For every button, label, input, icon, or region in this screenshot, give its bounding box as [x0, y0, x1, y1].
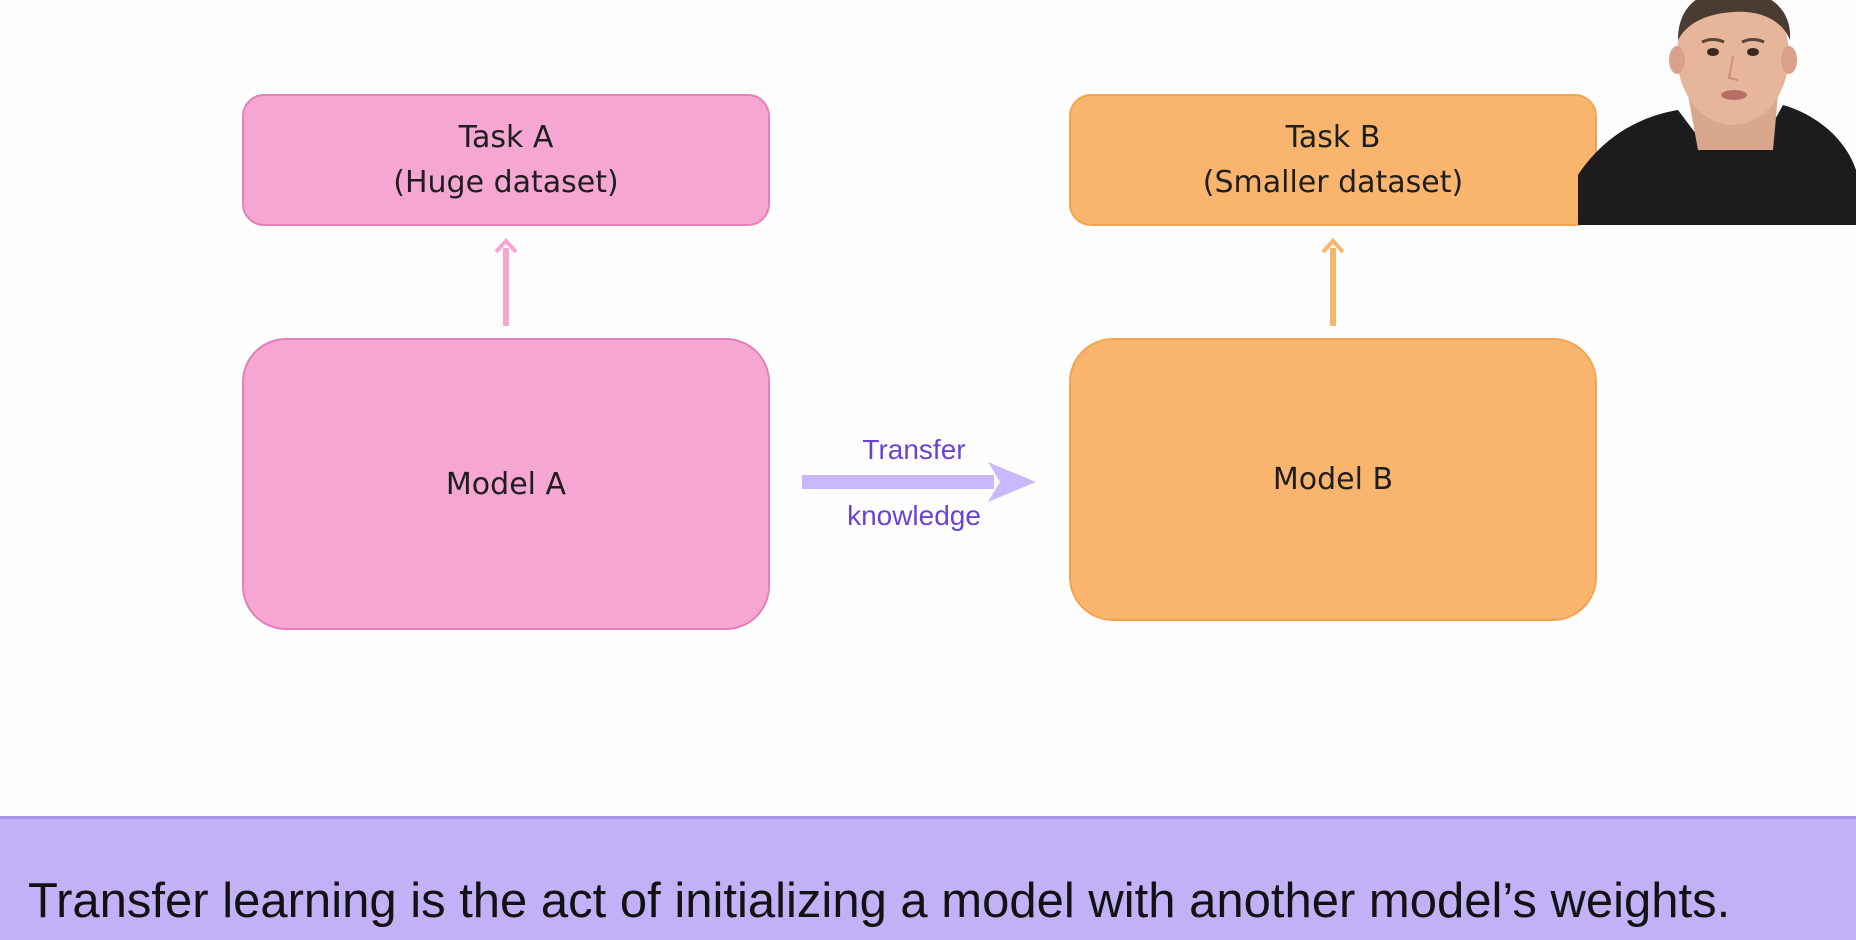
task-a-title: Task A: [458, 120, 554, 155]
model-a-label: Model A: [445, 466, 567, 502]
presenter-webcam: [1578, 0, 1856, 225]
model-a-box: Model A: [242, 338, 770, 630]
presenter-icon: [1578, 0, 1856, 225]
transfer-label-line1: Transfer: [862, 434, 966, 465]
task-a-subtitle: (Huge dataset): [393, 165, 619, 200]
model-b-label: Model B: [1272, 462, 1394, 497]
transfer-label-line2: knowledge: [847, 500, 981, 531]
task-b-title: Task B: [1285, 120, 1381, 155]
arrow-up-a-icon: [494, 238, 518, 326]
model-b-box: Model B: [1069, 338, 1597, 621]
task-a-box: Task A (Huge dataset): [242, 94, 770, 226]
caption-text: Transfer learning is the act of initiali…: [28, 874, 1731, 928]
arrow-up-b-icon: [1321, 238, 1345, 326]
transfer-arrow-icon: [802, 462, 1036, 502]
task-b-subtitle: (Smaller dataset): [1202, 165, 1464, 200]
caption-bar: Transfer learning is the act of initiali…: [0, 816, 1856, 940]
task-b-box: Task B (Smaller dataset): [1069, 94, 1597, 226]
